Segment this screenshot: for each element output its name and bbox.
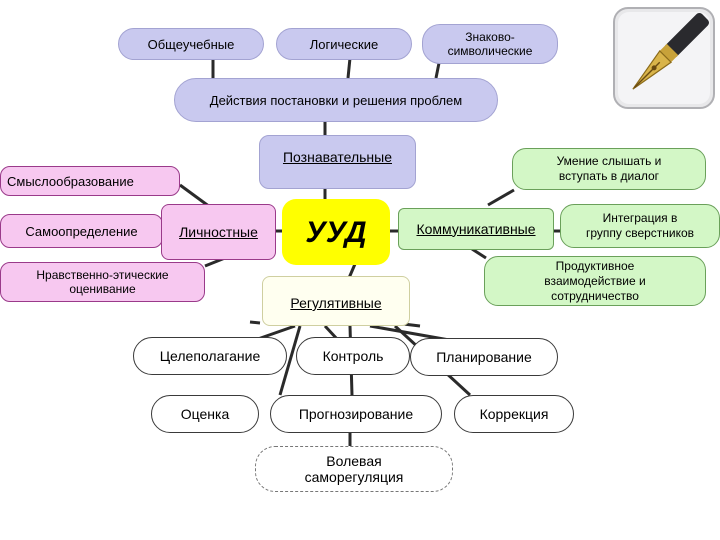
node-label: Познавательные <box>282 149 392 165</box>
node-label: Смыслообразование <box>7 173 134 189</box>
node-label: Нравственно-этические оценивание <box>36 268 169 296</box>
node-prognozirovanie: Прогнозирование <box>270 395 442 433</box>
node-label: Действия постановки и решения проблем <box>209 92 463 108</box>
node-korrekciya: Коррекция <box>454 395 574 433</box>
node-poznavatelnye: Познавательные <box>259 135 416 189</box>
node-ocenka: Оценка <box>151 395 259 433</box>
node-logicheskie: Логические <box>276 28 412 60</box>
node-label: УУД <box>305 215 367 249</box>
node-label: Волевая саморегуляция <box>304 453 404 485</box>
node-kontrol: Контроль <box>296 337 410 375</box>
node-label: Общеучебные <box>147 36 235 52</box>
connector-line <box>346 57 352 79</box>
node-label: Интеграция в группу сверстников <box>585 211 695 240</box>
connector-line <box>249 320 261 325</box>
node-label: Целеполагание <box>159 347 261 364</box>
node-label: Умение слышать и вступать в диалог <box>556 154 662 183</box>
node-integraciya: Интеграция в группу сверстников <box>560 204 720 248</box>
node-deystviya: Действия постановки и решения проблем <box>174 78 498 122</box>
node-label: Оценка <box>180 405 230 422</box>
node-smysloobrazovanie: Смыслообразование <box>0 166 180 196</box>
node-label: Логические <box>309 36 379 52</box>
node-label: Планирование <box>436 348 532 365</box>
node-regulyativnye: Регулятивные <box>262 276 410 326</box>
node-produktivnoe: Продуктивное взаимодействие и сотрудниче… <box>484 256 706 306</box>
node-label: Личностные <box>179 223 258 240</box>
node-label: Прогнозирование <box>298 405 414 422</box>
node-volevaya: Волевая саморегуляция <box>255 446 453 492</box>
node-label: Коммуникативные <box>416 220 536 237</box>
node-label: Регулятивные <box>290 295 382 311</box>
connector-line <box>179 183 211 209</box>
node-label: Знаково- символические <box>447 30 533 58</box>
fountain-pen-icon <box>613 7 715 109</box>
node-celepolaganie: Целеполагание <box>133 337 287 375</box>
node-kommunikativnye: Коммуникативные <box>398 208 554 250</box>
node-label: Самоопределение <box>25 223 138 239</box>
node-samoopredelenie: Самоопределение <box>0 214 163 248</box>
node-label: Продуктивное взаимодействие и сотрудниче… <box>544 258 646 303</box>
node-znakovo-simvolicheskie: Знаково- символические <box>422 24 558 64</box>
node-label: Коррекция <box>479 405 549 422</box>
connector-line <box>347 263 357 279</box>
node-planirovanie: Планирование <box>410 338 558 376</box>
node-label: Контроль <box>322 347 384 364</box>
node-uud: УУД <box>282 199 390 265</box>
node-nravstvenno: Нравственно-этические оценивание <box>0 262 205 302</box>
connector-line <box>487 188 515 207</box>
connector-line <box>278 325 302 396</box>
node-lichnostnye: Личностные <box>161 204 276 260</box>
node-umenie: Умение слышать и вступать в диалог <box>512 148 706 190</box>
connector-line <box>471 247 487 260</box>
node-obscheuchebnye: Общеучебные <box>118 28 264 60</box>
